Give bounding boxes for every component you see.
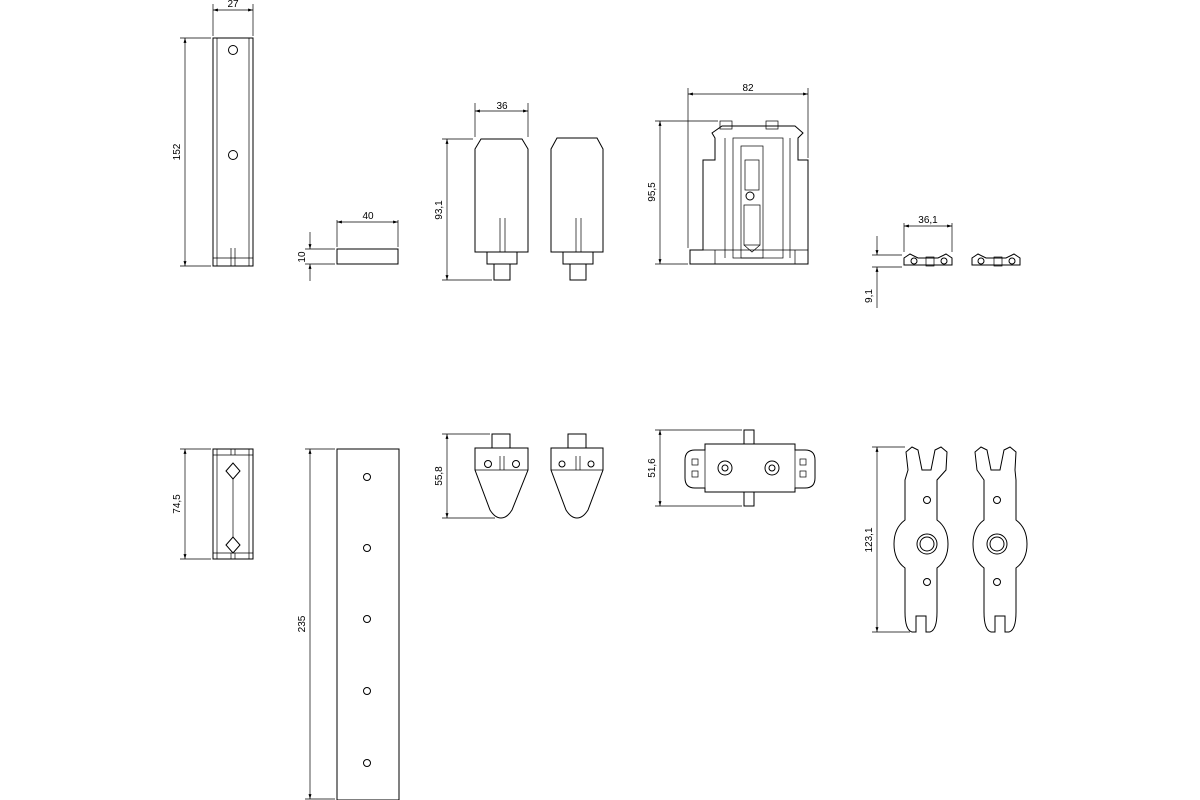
spanner-tool-right: [972, 446, 1028, 633]
short-rail-part: [180, 448, 254, 560]
long-mounting-plate: [305, 448, 400, 800]
dim-holder-height: 95,5: [647, 182, 658, 202]
dim-clip-width: 36,1: [918, 215, 938, 226]
dim-bracket-height: 55,8: [434, 466, 445, 486]
dim-rail-width: 27: [227, 0, 239, 10]
din-rail-part: [180, 4, 254, 267]
dim-connector-height: 51,6: [647, 458, 658, 478]
mounting-bracket-front: [442, 433, 529, 519]
end-stop-block: [305, 220, 399, 281]
dim-block-height: 10: [297, 251, 308, 263]
dim-wrench-height: 123,1: [864, 527, 875, 552]
inline-connector: [655, 429, 816, 507]
dim-short-rail-height: 74,5: [172, 494, 183, 514]
dim-cover-width: 36: [496, 101, 508, 112]
spanner-tool-left: [872, 446, 949, 633]
dim-cover-height: 93,1: [434, 200, 445, 220]
cable-clip-pair: [872, 223, 1021, 308]
mounting-bracket-side: [550, 433, 604, 519]
dim-block-width: 40: [362, 211, 374, 222]
fuse-cover-front: [442, 103, 529, 281]
fuse-holder: [655, 88, 809, 265]
dim-clip-height: 9,1: [864, 289, 875, 303]
fuse-cover-side: [550, 137, 604, 281]
dim-long-plate-height: 235: [297, 615, 308, 632]
dim-rail-height: 152: [172, 143, 183, 160]
dim-holder-width: 82: [742, 83, 754, 94]
